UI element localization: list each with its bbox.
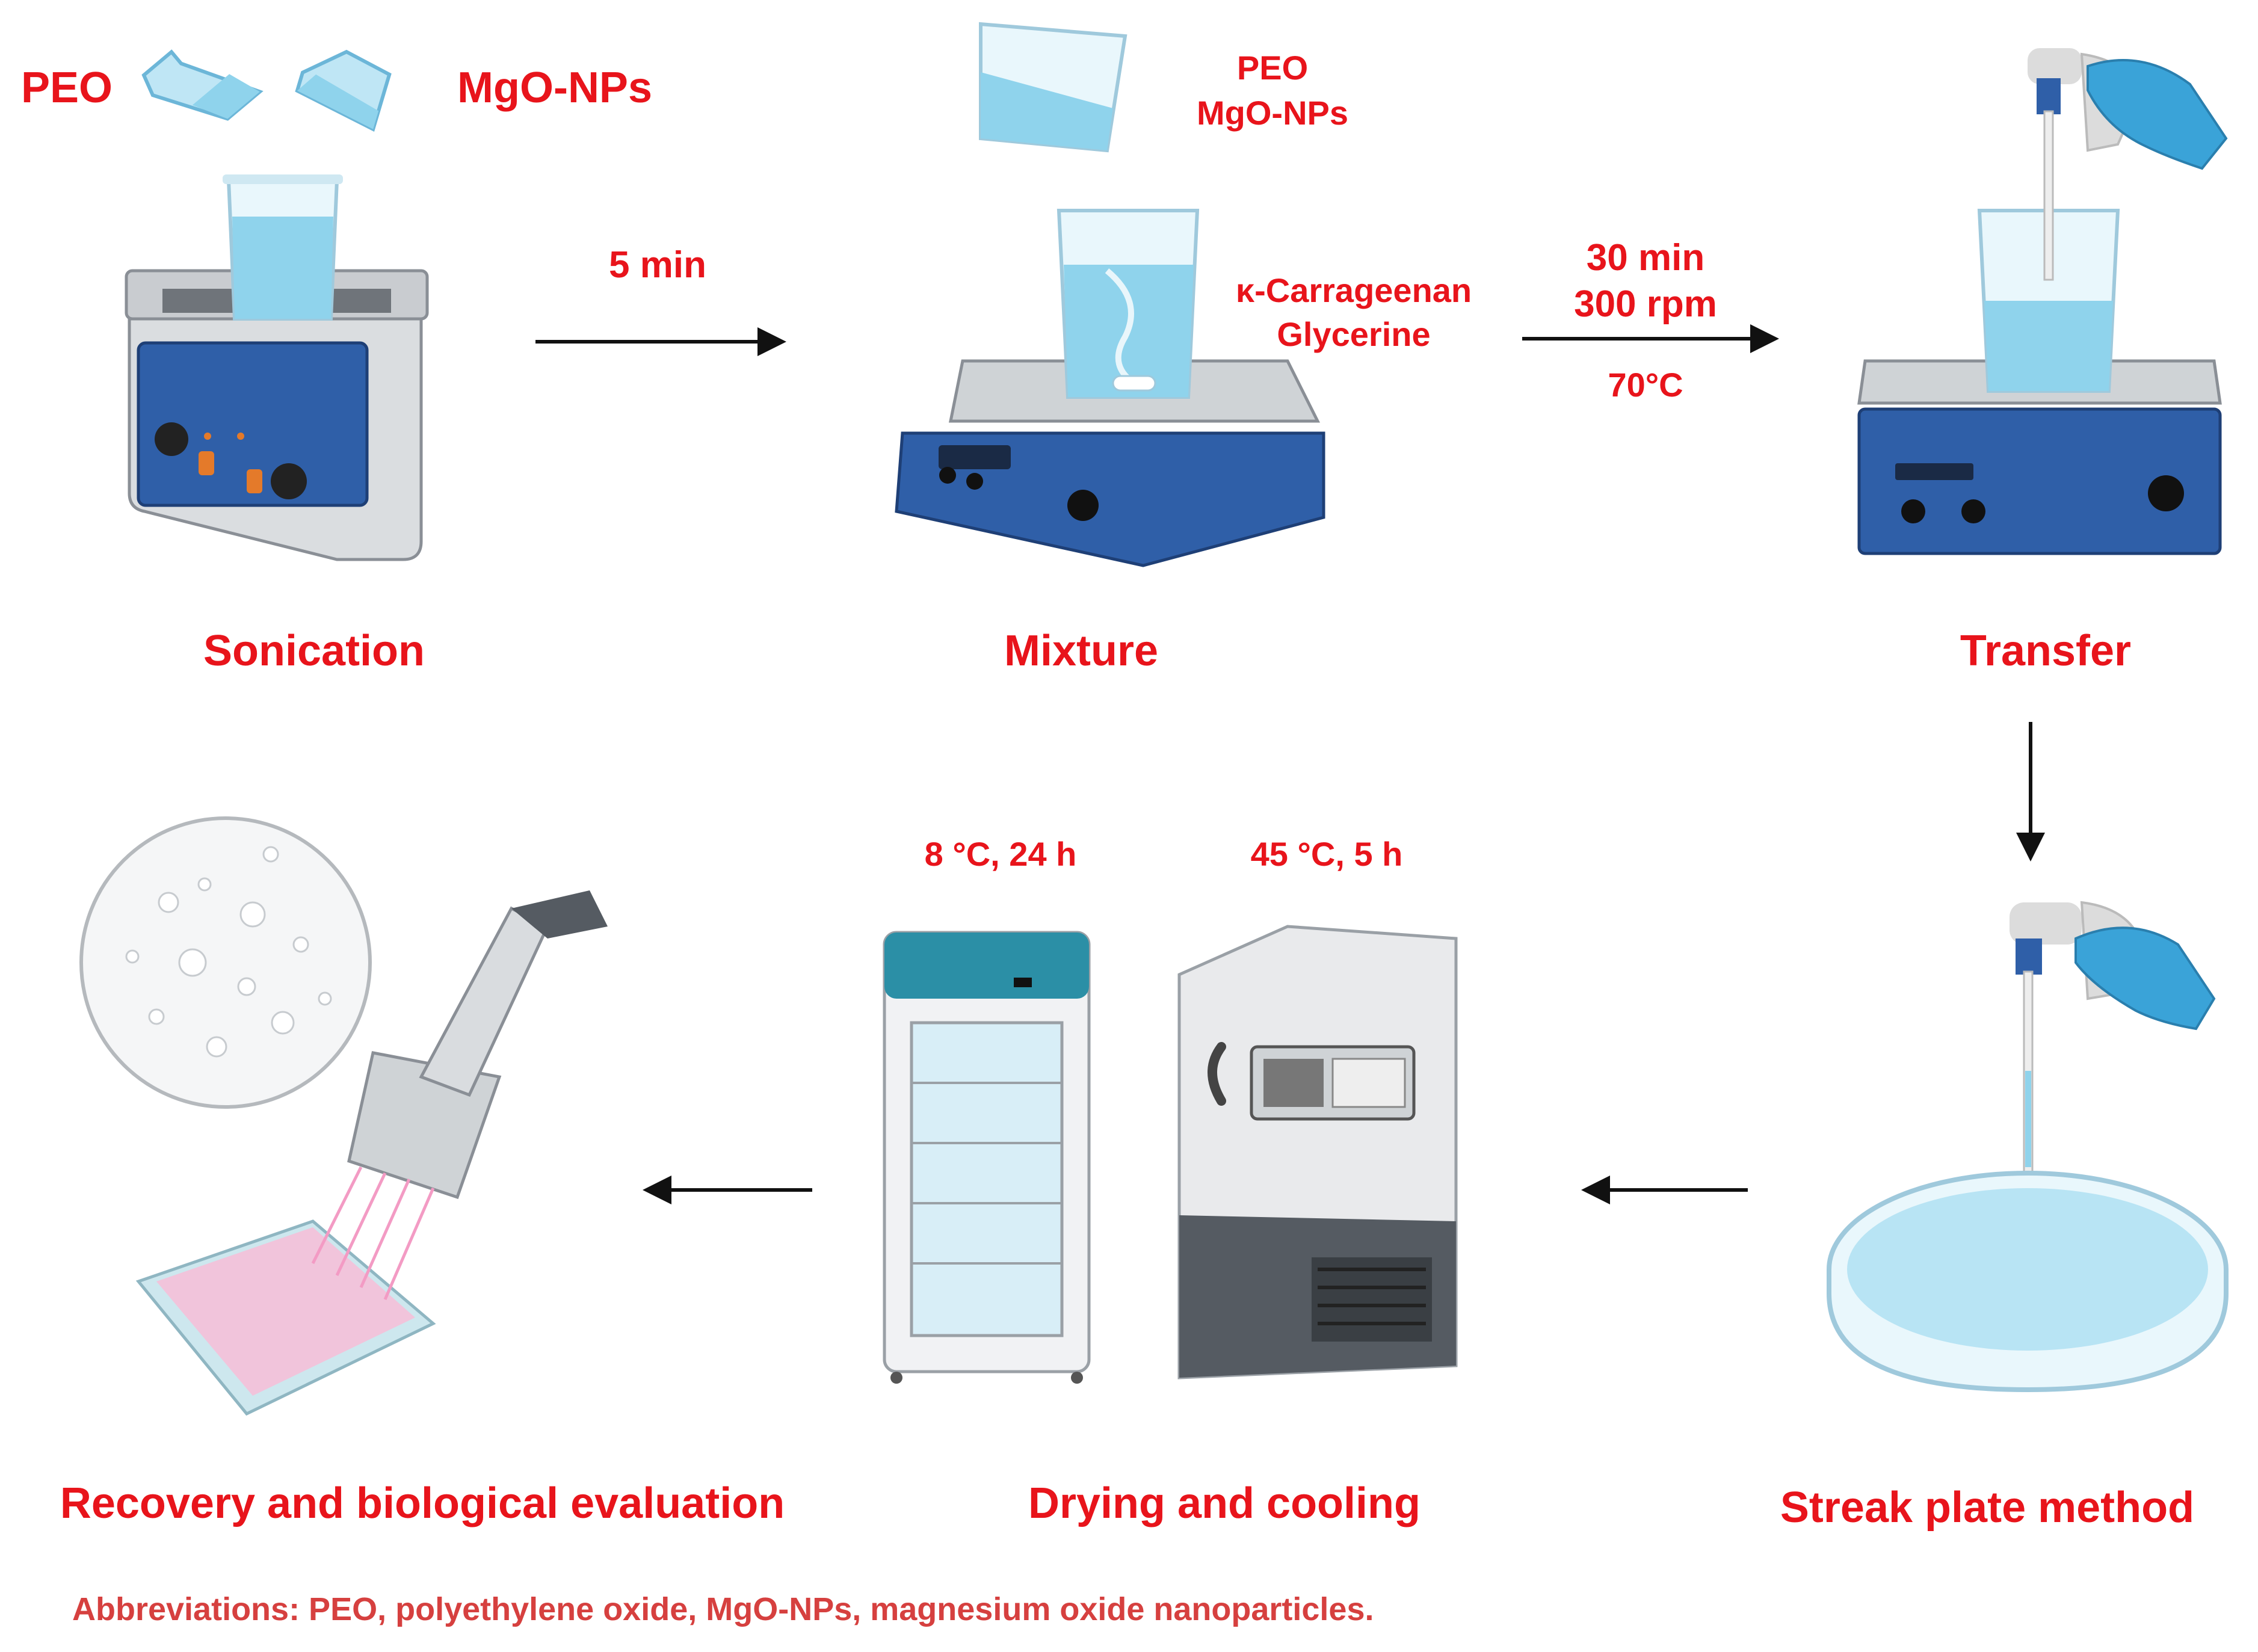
glycerine-label: Glycerine bbox=[1277, 315, 1431, 353]
multichannel-pipette-icon bbox=[311, 890, 608, 1300]
mix-temp-label: 70°C bbox=[1608, 366, 1683, 404]
transfer-beaker-icon bbox=[1977, 209, 2120, 393]
mix-time-label: 30 min bbox=[1586, 237, 1705, 279]
step-drying-label: Drying and cooling bbox=[1028, 1479, 1421, 1527]
sonicator-icon bbox=[125, 269, 429, 561]
peo-flask-icon bbox=[141, 49, 264, 121]
sonication-time-label: 5 min bbox=[609, 244, 706, 286]
refrigerator-icon bbox=[883, 931, 1091, 1384]
step-recovery-label: Recovery and biological evaluation bbox=[60, 1479, 785, 1527]
pouring-beaker-icon bbox=[979, 22, 1127, 153]
mixture-peo-label: PEO bbox=[1236, 49, 1309, 87]
oven-icon bbox=[1177, 925, 1458, 1379]
step-mixture-label: Mixture bbox=[1004, 627, 1159, 675]
step-sonication-label: Sonication bbox=[203, 627, 425, 675]
mixture-mgo-label: MgO-NPs bbox=[1197, 94, 1348, 132]
input-mgo-label: MgO-NPs bbox=[457, 64, 652, 112]
film-disc-icon bbox=[79, 816, 372, 1109]
step-transfer-label: Transfer bbox=[1960, 627, 2132, 675]
mgo-flask-icon bbox=[295, 49, 392, 132]
fridge-condition-label: 8 °C, 24 h bbox=[924, 835, 1077, 873]
streak-glove-icon bbox=[2074, 926, 2216, 1031]
abbreviations-footnote: Abbreviations: PEO, polyethylene oxide, … bbox=[72, 1591, 1374, 1627]
well-plate-icon bbox=[135, 1219, 436, 1416]
carrageenan-label: κ-Carrageenan bbox=[1235, 271, 1472, 309]
transfer-hotplate-icon bbox=[1857, 359, 2222, 555]
sonication-beaker-icon bbox=[223, 174, 343, 321]
mix-speed-label: 300 rpm bbox=[1574, 283, 1717, 325]
input-peo-label: PEO bbox=[21, 64, 113, 112]
mixture-beaker-icon bbox=[1057, 209, 1200, 399]
oven-condition-label: 45 °C, 5 h bbox=[1250, 835, 1403, 873]
glove-hand-icon bbox=[2087, 59, 2228, 170]
step-streak-label: Streak plate method bbox=[1780, 1484, 2195, 1532]
petri-dish-icon bbox=[1827, 1171, 2229, 1393]
